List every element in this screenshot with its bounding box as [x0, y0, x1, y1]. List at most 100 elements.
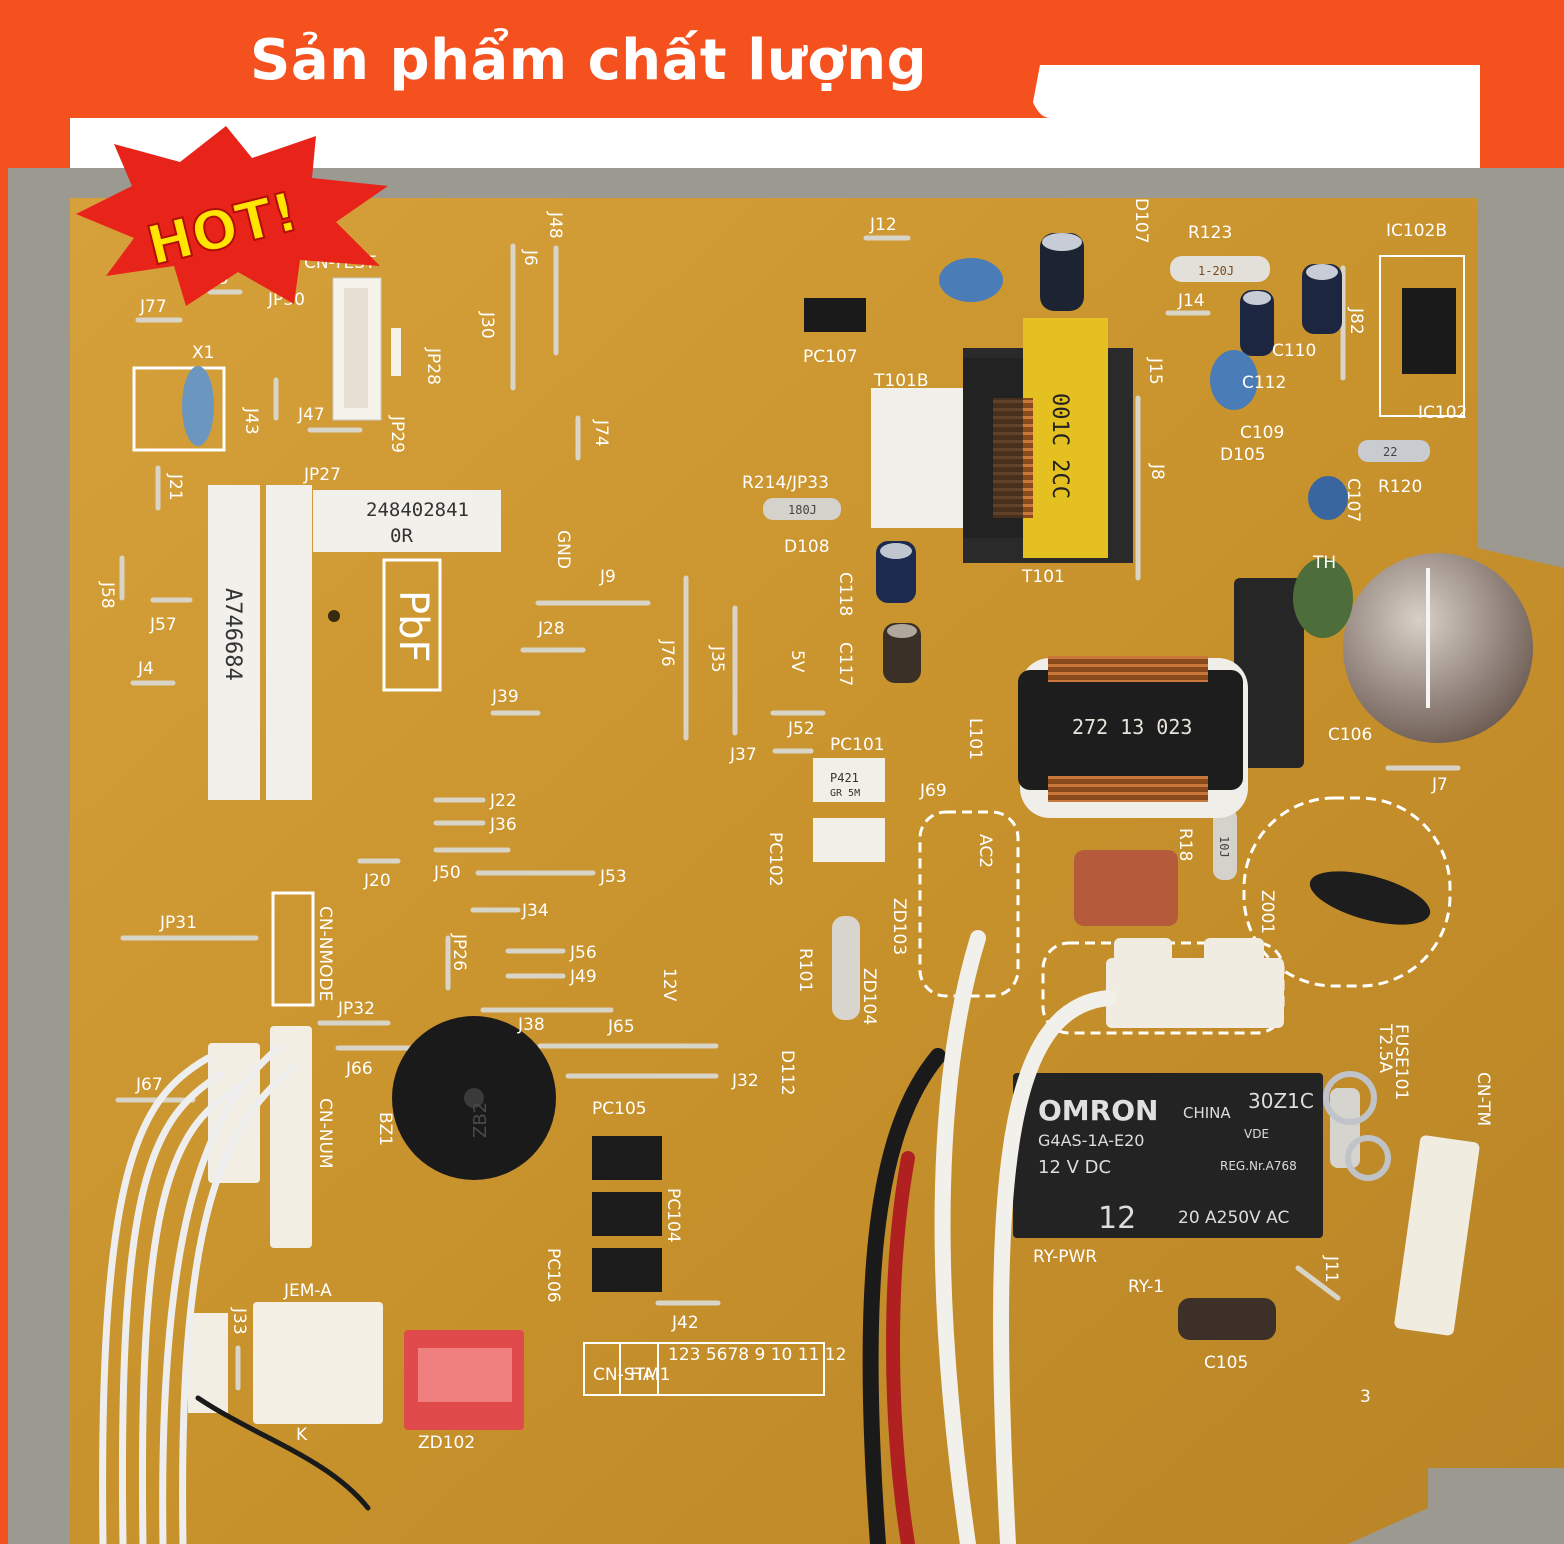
circuit-board-photo: 248402841 0R A746684 PbF	[8, 168, 1564, 1544]
silk-j66: J66	[345, 1059, 373, 1079]
silk-ry-pwr: RY-PWR	[1033, 1247, 1097, 1267]
silk-j47: J47	[297, 405, 325, 425]
film-capacitor	[1074, 850, 1178, 926]
silk-j53: J53	[599, 867, 627, 887]
silk-x1: X1	[192, 343, 214, 363]
silk-c105: C105	[1204, 1353, 1248, 1373]
silk-l101: L101	[965, 718, 985, 760]
silk-d107: D107	[1131, 198, 1151, 244]
silk-j37: J37	[729, 745, 757, 765]
silk-bz1: BZ1	[375, 1112, 395, 1146]
label-revision: 0R	[390, 525, 413, 547]
silk-j15: J15	[1145, 357, 1165, 385]
silk-j38: J38	[517, 1015, 545, 1035]
relay-ry1	[1013, 1073, 1323, 1238]
silk-c109: C109	[1240, 423, 1284, 443]
opto-marking-p421: P421	[830, 771, 859, 785]
silk-j57: J57	[149, 615, 177, 635]
choke-l101	[1018, 656, 1248, 818]
silk-j9: J9	[599, 567, 616, 587]
optocouplers-pc104-106	[592, 1136, 662, 1292]
silk-j30: J30	[477, 311, 497, 339]
silk-j8: J8	[1147, 463, 1167, 480]
silk-jp32: JP32	[337, 999, 375, 1019]
silk-j58: J58	[97, 581, 117, 609]
opto-marking-gr: GR 5M	[830, 788, 860, 799]
crystal-x1	[132, 366, 226, 452]
silk-j76: J76	[657, 639, 677, 667]
silk-c106: C106	[1328, 725, 1372, 745]
optocoupler-pc107	[804, 298, 866, 332]
silk-j4: J4	[137, 659, 154, 679]
silk-d112: D112	[777, 1050, 797, 1096]
silk-zd104: ZD104	[859, 968, 879, 1025]
silk-j43: J43	[241, 407, 261, 435]
power-transistor-block	[1234, 558, 1353, 768]
silk-j11: J11	[1321, 1255, 1341, 1283]
silk-ic102b: IC102B	[1386, 221, 1447, 241]
small-connector	[188, 1313, 228, 1413]
silk-j65: J65	[607, 1017, 635, 1037]
silk-z001: Z001	[1257, 890, 1277, 934]
ac2-outline	[918, 810, 1020, 998]
silk-cn-num: CN-NUM	[315, 1098, 335, 1169]
silk-ac2: AC2	[975, 834, 995, 868]
date-grid-numbers: 123 5678 9 10 11 12	[668, 1345, 846, 1365]
silk-j77: J77	[139, 297, 167, 317]
silk-zd102: 3	[1360, 1387, 1371, 1407]
silk-j28: J28	[537, 619, 565, 639]
silk-jp27: JP27	[303, 465, 341, 485]
silk-c117: C117	[835, 642, 855, 686]
silk-cn-nmode: CN-NMODE	[315, 906, 335, 1001]
silk-j6: J6	[520, 249, 540, 266]
resistor-marking-r214: 180J	[788, 503, 817, 517]
inductor-marking: 272 13 023	[1072, 715, 1192, 739]
silk-pc106: PC106	[543, 1248, 563, 1303]
hot-badge-star	[76, 126, 388, 306]
resistors	[763, 256, 1430, 1020]
silk-cn-tm: CN-TM	[1473, 1072, 1493, 1126]
label-model: A746684	[220, 588, 245, 681]
silk-j49: J49	[569, 967, 597, 987]
white-plug-connector	[1106, 938, 1284, 1028]
silk-5v: 5V	[787, 650, 807, 673]
jumper-wires	[115, 235, 1461, 1391]
hot-badge: HOT!	[76, 126, 388, 306]
relay-vde: VDE	[1244, 1127, 1269, 1141]
silk-ha: K	[296, 1425, 308, 1445]
silk-j36: J36	[489, 815, 517, 835]
silk-t2-5a: T2.5A	[1375, 1023, 1395, 1073]
silk-jp26: JP26	[449, 933, 469, 971]
silk-j82: J82	[1346, 307, 1366, 335]
silk-j69: J69	[919, 781, 947, 801]
silk-j33: J33	[229, 1307, 249, 1335]
silk-ic102: IC102	[1418, 403, 1467, 423]
silk-pc104: PC104	[663, 1188, 683, 1243]
silk-d108: D108	[784, 537, 830, 557]
transformer-marking: 001C 2CC	[1047, 393, 1072, 499]
silk-d105: D105	[1220, 445, 1266, 465]
silk-j21: J21	[165, 473, 185, 501]
silk-r120: R120	[1378, 477, 1422, 497]
silk-j48: J48	[545, 211, 565, 239]
silk-jp28: JP28	[423, 347, 443, 385]
cn-tm-connector	[1394, 1135, 1480, 1336]
buzzer-bz1	[392, 1016, 556, 1180]
cn-stm1-connector	[404, 1330, 524, 1430]
silk-pc105: PC105	[592, 1099, 647, 1119]
relay-cert: REG.Nr.A768	[1220, 1159, 1297, 1173]
silk-r214: R214/JP33	[742, 473, 829, 493]
silk-j74: J74	[591, 419, 611, 447]
silk-c112: C112	[1242, 373, 1286, 393]
silk-t101b: T101B	[873, 371, 929, 391]
silk-jp31: JP31	[159, 913, 197, 933]
relay-lot: 30Z1C	[1248, 1089, 1314, 1113]
date-grid-k: CN-STM1	[593, 1365, 670, 1385]
silk-j35: J35	[707, 645, 727, 673]
optocouplers-pc101-pc102	[813, 758, 885, 862]
fuse101	[1323, 1071, 1391, 1181]
silk-ry-1: RY-1	[1128, 1277, 1164, 1297]
resistor-marking-r120: 22	[1383, 445, 1397, 459]
silk-j32: J32	[731, 1071, 759, 1091]
